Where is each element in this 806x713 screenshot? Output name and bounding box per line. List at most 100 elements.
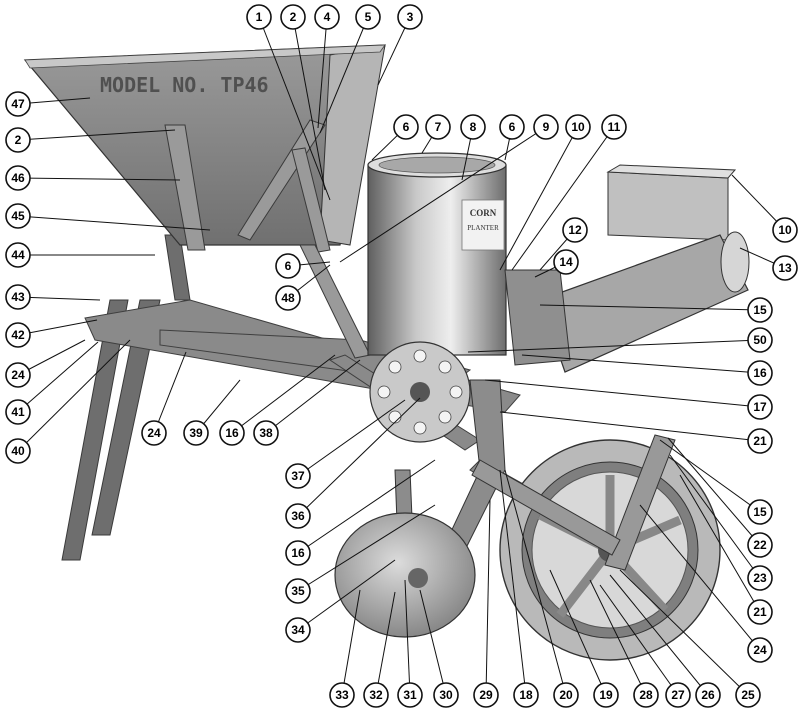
callout-circle xyxy=(5,203,31,229)
callout-42: 42 xyxy=(5,322,31,348)
leader-line xyxy=(17,339,131,452)
callout-number: 45 xyxy=(11,209,25,223)
callout-3: 3 xyxy=(397,4,423,30)
callout-circle xyxy=(747,499,773,525)
callout-16: 16 xyxy=(285,540,311,566)
callout-number: 32 xyxy=(369,688,383,702)
callout-number: 43 xyxy=(11,290,25,304)
callout-22: 22 xyxy=(747,532,773,558)
callout-number: 18 xyxy=(519,688,533,702)
can-label-line1: CORN xyxy=(470,208,497,218)
callout-25: 25 xyxy=(735,682,761,708)
fertilizer-can: CORN PLANTER xyxy=(367,152,507,356)
callout-38: 38 xyxy=(253,420,279,446)
callout-circle xyxy=(553,682,579,708)
callout-5: 5 xyxy=(355,4,381,30)
callout-24: 24 xyxy=(747,637,773,663)
callout-6: 6 xyxy=(499,114,525,140)
leader-line xyxy=(292,16,326,191)
leader-line xyxy=(341,589,361,696)
callout-circle xyxy=(141,420,167,446)
leader-line xyxy=(639,504,761,651)
callout-50: 50 xyxy=(747,327,773,353)
callout-number: 22 xyxy=(753,538,767,552)
callout-number: 50 xyxy=(753,333,767,347)
leader-line xyxy=(375,591,396,696)
callout-number: 26 xyxy=(701,688,715,702)
leader-line xyxy=(669,454,761,579)
callout-number: 6 xyxy=(509,120,516,134)
callout-circle xyxy=(533,114,559,140)
callout-number: 23 xyxy=(753,571,767,585)
callout-circle xyxy=(285,503,311,529)
leader-line xyxy=(499,469,527,696)
callout-24: 24 xyxy=(5,362,31,388)
leader-line xyxy=(609,574,709,696)
callout-number: 44 xyxy=(11,248,25,262)
callout-circle xyxy=(460,114,486,140)
leader-line xyxy=(659,439,761,513)
leader-lines xyxy=(17,16,786,696)
callout-21: 21 xyxy=(747,428,773,454)
leader-line xyxy=(404,579,411,696)
leader-line xyxy=(589,579,647,696)
callout-number: 33 xyxy=(335,688,349,702)
callout-number: 15 xyxy=(753,303,767,317)
callout-circle xyxy=(5,438,31,464)
leader-line xyxy=(297,559,396,631)
callout-9: 9 xyxy=(533,114,559,140)
callout-32: 32 xyxy=(363,682,389,708)
leader-line xyxy=(17,129,176,141)
chute-assembly xyxy=(504,164,750,373)
leader-line xyxy=(153,351,187,434)
callout-circle xyxy=(280,4,306,30)
callout-circle xyxy=(665,682,691,708)
callout-number: 34 xyxy=(291,623,305,637)
callout-number: 29 xyxy=(479,688,493,702)
can-label-line2: PLANTER xyxy=(467,224,499,232)
callout-16: 16 xyxy=(219,420,245,446)
callout-circle xyxy=(5,322,31,348)
callout-24: 24 xyxy=(141,420,167,446)
leader-line xyxy=(231,354,336,434)
callout-number: 28 xyxy=(639,688,653,702)
callout-number: 41 xyxy=(11,405,25,419)
callout-46: 46 xyxy=(5,165,31,191)
callout-circle xyxy=(425,114,451,140)
callout-4: 4 xyxy=(314,4,340,30)
callout-circle xyxy=(253,420,279,446)
callout-circle xyxy=(593,682,619,708)
callout-circle xyxy=(499,114,525,140)
callout-number: 13 xyxy=(778,261,792,275)
leader-line xyxy=(521,354,761,374)
callout-circle xyxy=(5,91,31,117)
callout-number: 38 xyxy=(259,426,273,440)
leader-line xyxy=(599,584,679,696)
callout-12: 12 xyxy=(562,217,588,243)
callout-number: 17 xyxy=(753,400,767,414)
callout-20: 20 xyxy=(553,682,579,708)
callout-circle xyxy=(5,399,31,425)
leader-line xyxy=(467,339,761,353)
callout-circle xyxy=(433,682,459,708)
leader-line xyxy=(619,569,749,696)
callout-37: 37 xyxy=(285,463,311,489)
callout-10: 10 xyxy=(772,217,798,243)
callout-circle xyxy=(747,360,773,386)
callout-circle xyxy=(314,4,340,30)
leader-line xyxy=(679,474,761,613)
hopper-braces xyxy=(164,119,371,359)
callout-circle xyxy=(246,4,272,30)
callout-36: 36 xyxy=(285,503,311,529)
leader-line xyxy=(17,341,99,413)
callout-circle xyxy=(285,540,311,566)
callout-number: 16 xyxy=(225,426,239,440)
callout-number: 10 xyxy=(571,120,585,134)
callout-number: 24 xyxy=(147,426,161,440)
callout-circle xyxy=(747,532,773,558)
leader-line xyxy=(317,16,328,129)
callout-44: 44 xyxy=(5,242,31,268)
callout-number: 27 xyxy=(671,688,685,702)
callout-circle xyxy=(397,4,423,30)
